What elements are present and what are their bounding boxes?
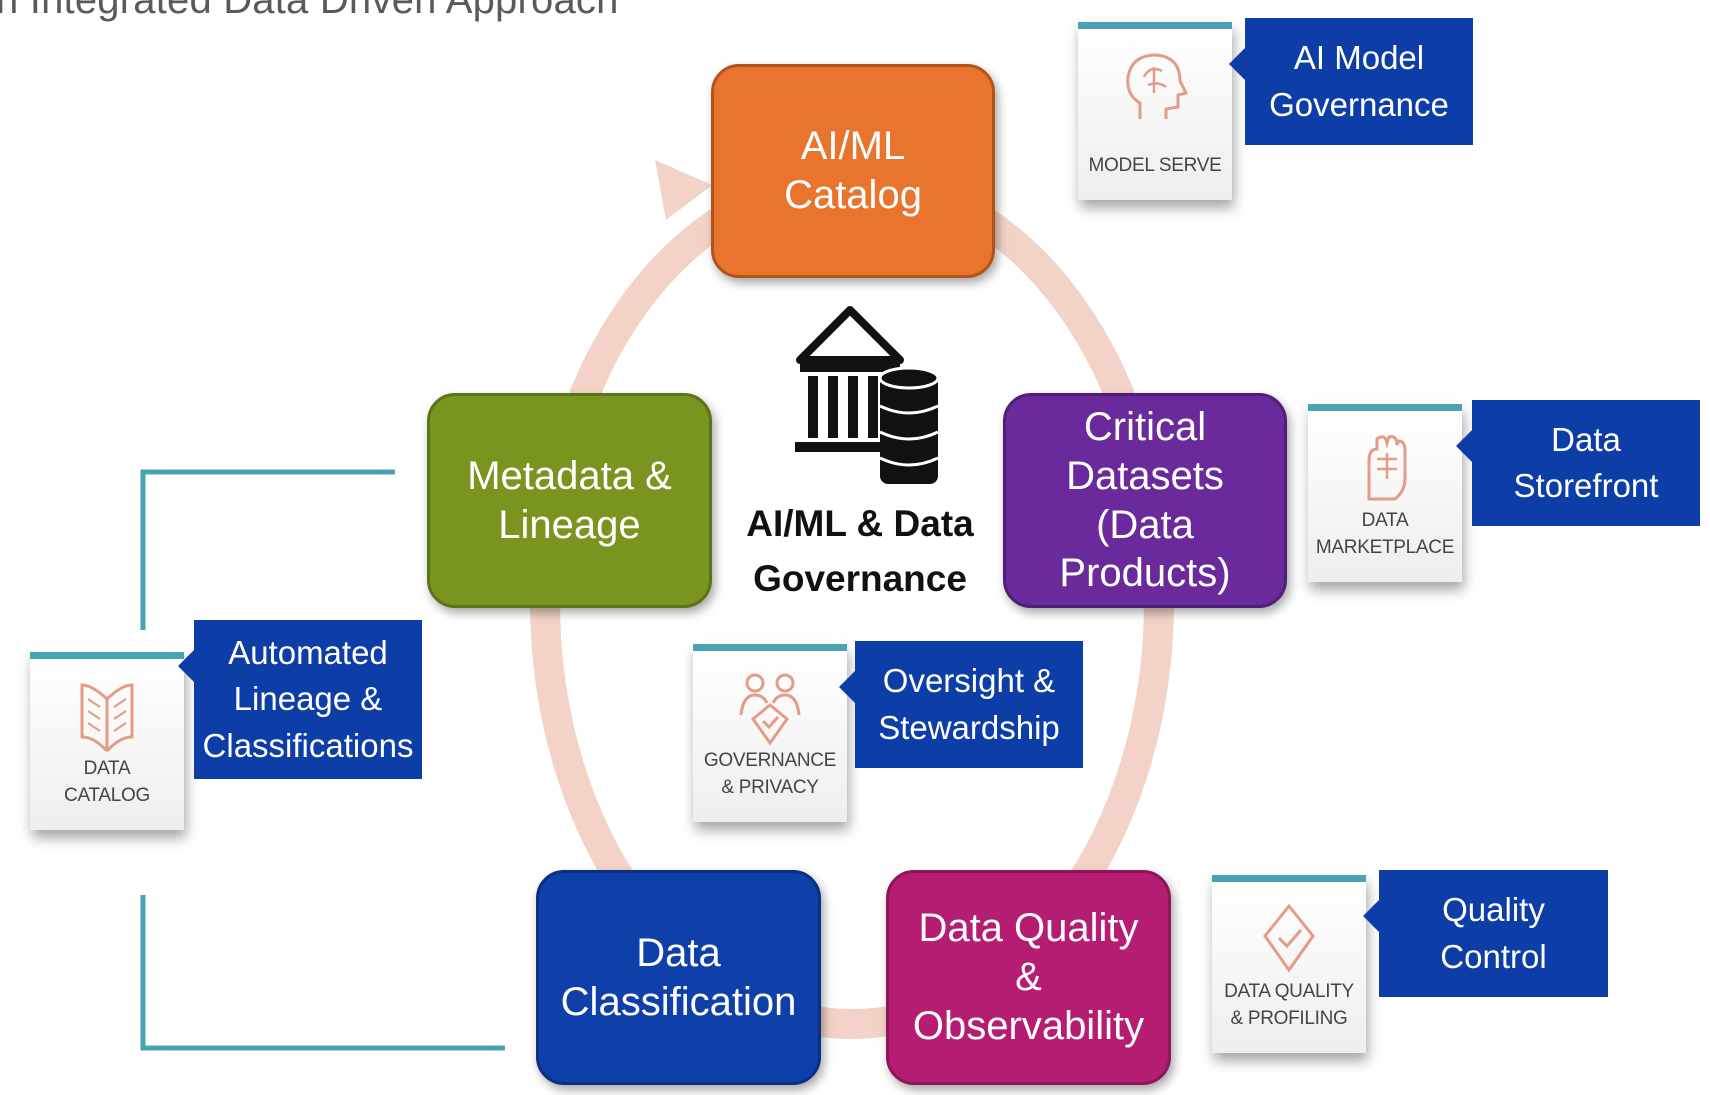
bank-building-icon <box>795 306 940 484</box>
brain-head-icon <box>1126 53 1189 119</box>
callout-automated-lineage: Automated Lineage & Classifications <box>178 620 422 779</box>
card-model-serve-label: MODEL SERVE <box>1088 155 1222 177</box>
card-data-marketplace: DATA MARKETPLACE <box>1308 404 1462 582</box>
catalog-connector <box>140 469 505 1051</box>
people-shield-icon <box>739 673 801 746</box>
callout-quality-control-text: Quality Control <box>1440 891 1547 975</box>
open-book-icon <box>80 683 134 753</box>
callout-ai-model-governance: AI Model Governance <box>1229 18 1473 145</box>
card-data-quality-profiling-label: DATA QUALITY & PROFILING <box>1224 980 1354 1030</box>
hand-money-icon <box>1367 435 1407 501</box>
callout-ai-model-governance-text: AI Model Governance <box>1269 39 1449 123</box>
node-aiml-catalog: AI/ML Catalog <box>711 64 995 278</box>
database-stack-icon <box>878 366 940 484</box>
node-critical-datasets: Critical Datasets (Data Products) <box>1003 393 1287 608</box>
node-data-quality-label: Data Quality & Observability <box>912 906 1145 1048</box>
callout-data-storefront: Data Storefront <box>1456 400 1700 526</box>
card-model-serve: MODEL SERVE <box>1078 22 1232 200</box>
callout-oversight-stewardship-text: Oversight & Stewardship <box>878 662 1060 746</box>
node-data-classification: Data Classification <box>536 870 821 1085</box>
callout-quality-control: Quality Control <box>1363 870 1608 997</box>
callout-data-storefront-text: Data Storefront <box>1513 420 1659 504</box>
card-data-quality-profiling: DATA QUALITY & PROFILING <box>1212 875 1366 1053</box>
node-data-classification-label: Data Classification <box>560 930 797 1024</box>
card-governance-privacy-label: GOVERNANCE & PRIVACY <box>703 749 837 799</box>
page-title: n Integrated Data Driven Approach <box>0 0 619 22</box>
node-metadata-lineage-label: Metadata & Lineage <box>467 453 672 547</box>
card-data-marketplace-label: DATA MARKETPLACE <box>1315 509 1455 559</box>
node-data-quality: Data Quality & Observability <box>886 870 1171 1085</box>
node-aiml-catalog-label: AI/ML Catalog <box>784 124 922 217</box>
center-label: AI/ML & Data Governance <box>746 503 974 599</box>
card-governance-privacy: GOVERNANCE & PRIVACY <box>693 644 847 822</box>
callout-oversight-stewardship: Oversight & Stewardship <box>839 641 1083 768</box>
card-data-catalog: DATA CATALOG <box>30 652 184 830</box>
diamond-check-icon <box>1263 903 1315 973</box>
node-metadata-lineage: Metadata & Lineage <box>427 393 712 608</box>
callout-automated-lineage-text: Automated Lineage & Classifications <box>202 634 414 764</box>
card-data-catalog-label: DATA CATALOG <box>64 757 150 807</box>
node-critical-datasets-label: Critical Datasets (Data Products) <box>1059 404 1231 596</box>
cycle-arrow-head <box>655 160 712 220</box>
